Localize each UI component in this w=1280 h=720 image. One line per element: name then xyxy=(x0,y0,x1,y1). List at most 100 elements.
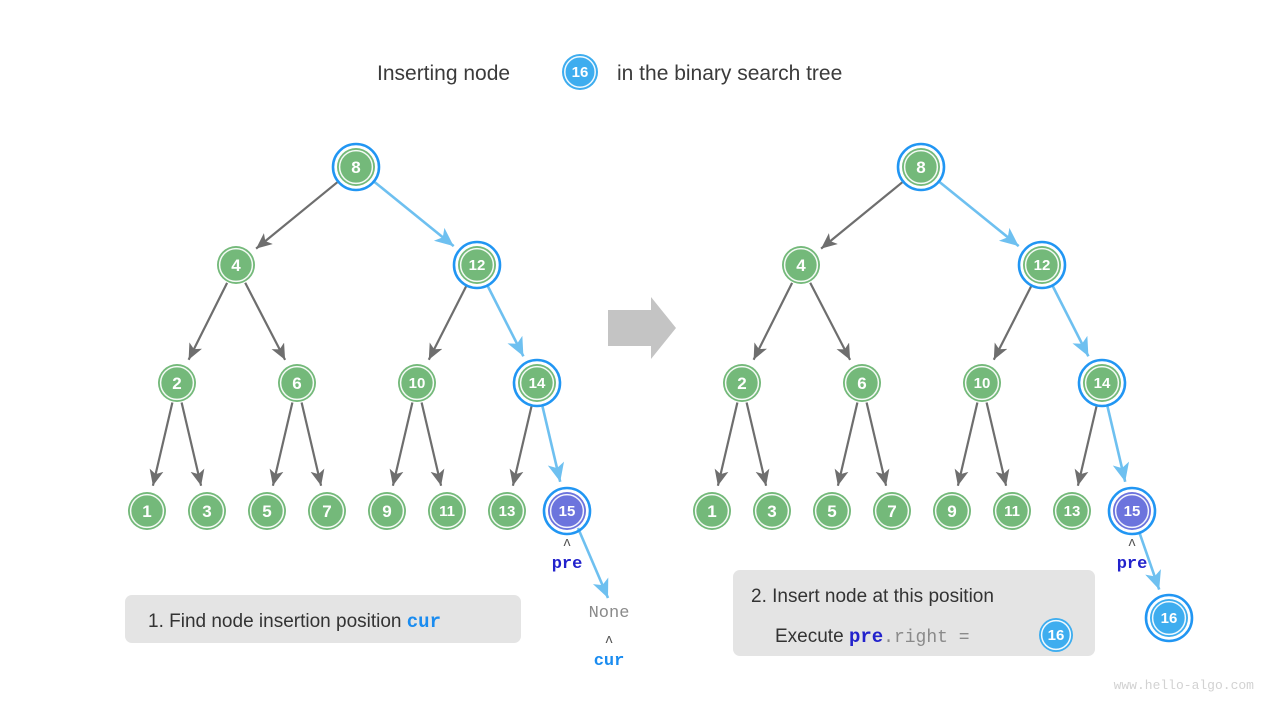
node-value-label: 4 xyxy=(796,256,806,275)
node-circle xyxy=(337,148,375,186)
tree-node-8[interactable]: 8 xyxy=(331,142,381,192)
node-inner-ring xyxy=(994,493,1030,529)
node-inner-ring xyxy=(934,493,970,529)
tree-node-6[interactable]: 6 xyxy=(843,364,881,402)
node-highlight-ring xyxy=(331,142,381,192)
tree-node-16[interactable]: 16 xyxy=(1144,593,1194,643)
pointer-label-pre: pre xyxy=(1117,555,1148,574)
node-inner-ring xyxy=(399,365,435,401)
node-value-label: 1 xyxy=(707,502,716,521)
caption-text-step2-line1: 2. Insert node at this position xyxy=(751,586,994,607)
tree-edge xyxy=(1074,406,1098,486)
node-value-label: 5 xyxy=(827,502,836,521)
tree-node-2[interactable]: 2 xyxy=(723,364,761,402)
pointer-caret-icon: ʌ xyxy=(563,535,571,550)
node-value-label: 12 xyxy=(469,257,486,274)
tree-node-14[interactable]: 14 xyxy=(1077,358,1127,408)
caption-inline-node-16[interactable]: 16 xyxy=(1039,618,1073,652)
node-circle xyxy=(723,364,761,402)
tree-node-14[interactable]: 14 xyxy=(512,358,562,408)
node-value-label: 4 xyxy=(231,256,241,275)
tree-node-7[interactable]: 7 xyxy=(873,492,911,530)
badge-inner-ring xyxy=(564,56,596,88)
node-highlight-ring xyxy=(452,240,502,290)
tree-node-11[interactable]: 11 xyxy=(993,492,1031,530)
tree-node-9[interactable]: 9 xyxy=(933,492,971,530)
caption-text-step2-line2: Execute pre.right = xyxy=(775,626,970,648)
node-inner-ring xyxy=(1151,600,1187,636)
tree-edge xyxy=(938,181,1020,248)
node-inner-ring xyxy=(724,365,760,401)
tree-node-5[interactable]: 5 xyxy=(813,492,851,530)
node-circle xyxy=(548,492,586,530)
caption-box-step1 xyxy=(125,595,521,643)
node-circle xyxy=(368,492,406,530)
tree-node-12[interactable]: 12 xyxy=(452,240,502,290)
tree-node-7[interactable]: 7 xyxy=(308,492,346,530)
badge-circle xyxy=(562,54,598,90)
tree-edge xyxy=(714,402,739,486)
tree-edge xyxy=(752,282,794,361)
badge-value-label: 16 xyxy=(572,64,589,81)
title-node-badge-16[interactable]: 16 xyxy=(562,54,598,90)
node-inner-ring xyxy=(1114,493,1150,529)
tree-edge xyxy=(269,402,294,486)
tree-edge xyxy=(954,402,979,486)
node-value-label: 14 xyxy=(529,375,546,392)
tree-node-12[interactable]: 12 xyxy=(1017,240,1067,290)
tree-node-6[interactable]: 6 xyxy=(278,364,316,402)
node-value-label: 5 xyxy=(262,502,271,521)
tree-node-3[interactable]: 3 xyxy=(753,492,791,530)
tree-node-2[interactable]: 2 xyxy=(158,364,196,402)
tree-node-10[interactable]: 10 xyxy=(963,364,1001,402)
tree-node-4[interactable]: 4 xyxy=(782,246,820,284)
tree-edge xyxy=(1106,406,1130,483)
node-circle xyxy=(963,364,1001,402)
tree-edge xyxy=(1138,533,1161,591)
node-inner-ring xyxy=(694,493,730,529)
tree-node-5[interactable]: 5 xyxy=(248,492,286,530)
tree-node-3[interactable]: 3 xyxy=(188,492,226,530)
tree-node-15[interactable]: 15 xyxy=(1107,486,1157,536)
node-circle xyxy=(782,246,820,284)
caption-text-step1: 1. Find node insertion position cur xyxy=(148,611,441,633)
node-highlight-ring xyxy=(1144,593,1194,643)
tree-node-1[interactable]: 1 xyxy=(128,492,166,530)
tree-node-4[interactable]: 4 xyxy=(217,246,255,284)
node-highlight-ring xyxy=(512,358,562,408)
tree-node-15[interactable]: 15 xyxy=(542,486,592,536)
tree-node-1[interactable]: 1 xyxy=(693,492,731,530)
node-inner-ring xyxy=(519,365,555,401)
tree-node-10[interactable]: 10 xyxy=(398,364,436,402)
node-value-label: 7 xyxy=(887,502,896,521)
caption-boxes: 1. Find node insertion position cur 2. In… xyxy=(125,570,1095,656)
node-value-label: 2 xyxy=(737,374,746,393)
badge-circle xyxy=(1039,618,1073,652)
node-inner-ring xyxy=(218,247,254,283)
node-value-label: 10 xyxy=(409,375,426,392)
tree-edge xyxy=(985,402,1010,486)
node-value-label: 8 xyxy=(916,158,925,177)
node-circle xyxy=(1083,364,1121,402)
node-circle xyxy=(128,492,166,530)
tree-edge xyxy=(427,285,468,361)
node-inner-ring xyxy=(369,493,405,529)
tree-node-9[interactable]: 9 xyxy=(368,492,406,530)
tree-node-11[interactable]: 11 xyxy=(428,492,466,530)
transition-arrow-group xyxy=(608,297,676,359)
tree-node-8[interactable]: 8 xyxy=(896,142,946,192)
tree-edge xyxy=(541,406,565,483)
node-value-label: 8 xyxy=(351,158,360,177)
tree-node-13[interactable]: 13 xyxy=(488,492,526,530)
tree-edge xyxy=(992,285,1033,361)
node-inner-ring xyxy=(874,493,910,529)
tree-node-13[interactable]: 13 xyxy=(1053,492,1091,530)
tree-edges xyxy=(149,181,1161,599)
node-inner-ring xyxy=(814,493,850,529)
node-highlight-ring xyxy=(896,142,946,192)
node-inner-ring xyxy=(249,493,285,529)
node-inner-ring xyxy=(189,493,225,529)
